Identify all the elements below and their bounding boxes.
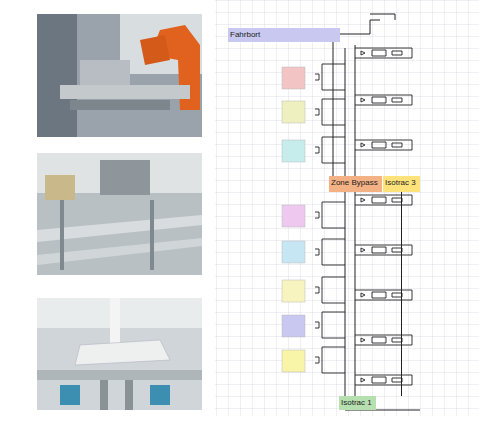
station-label: Isotrac 1 (341, 398, 372, 407)
branch-conveyors (315, 48, 412, 385)
station-squares (282, 67, 305, 372)
grid-background (215, 0, 479, 416)
station-box: Isotrac 1 (339, 396, 376, 410)
station-label: Isotrac 3 (385, 178, 416, 187)
photo-conveyor (37, 153, 202, 275)
photo-robot (37, 14, 202, 137)
station-label: Zone Bypass (331, 178, 378, 187)
station-box: Fahrbort (228, 28, 340, 42)
conveyor-line (333, 42, 334, 176)
main-conveyor (260, 14, 420, 410)
station-box: Isotrac 3 (383, 176, 420, 192)
station-box: Zone Bypass (329, 176, 382, 192)
station-label: Fahrbort (230, 30, 260, 39)
conveyor-line (401, 192, 402, 396)
photo-station (37, 298, 202, 410)
